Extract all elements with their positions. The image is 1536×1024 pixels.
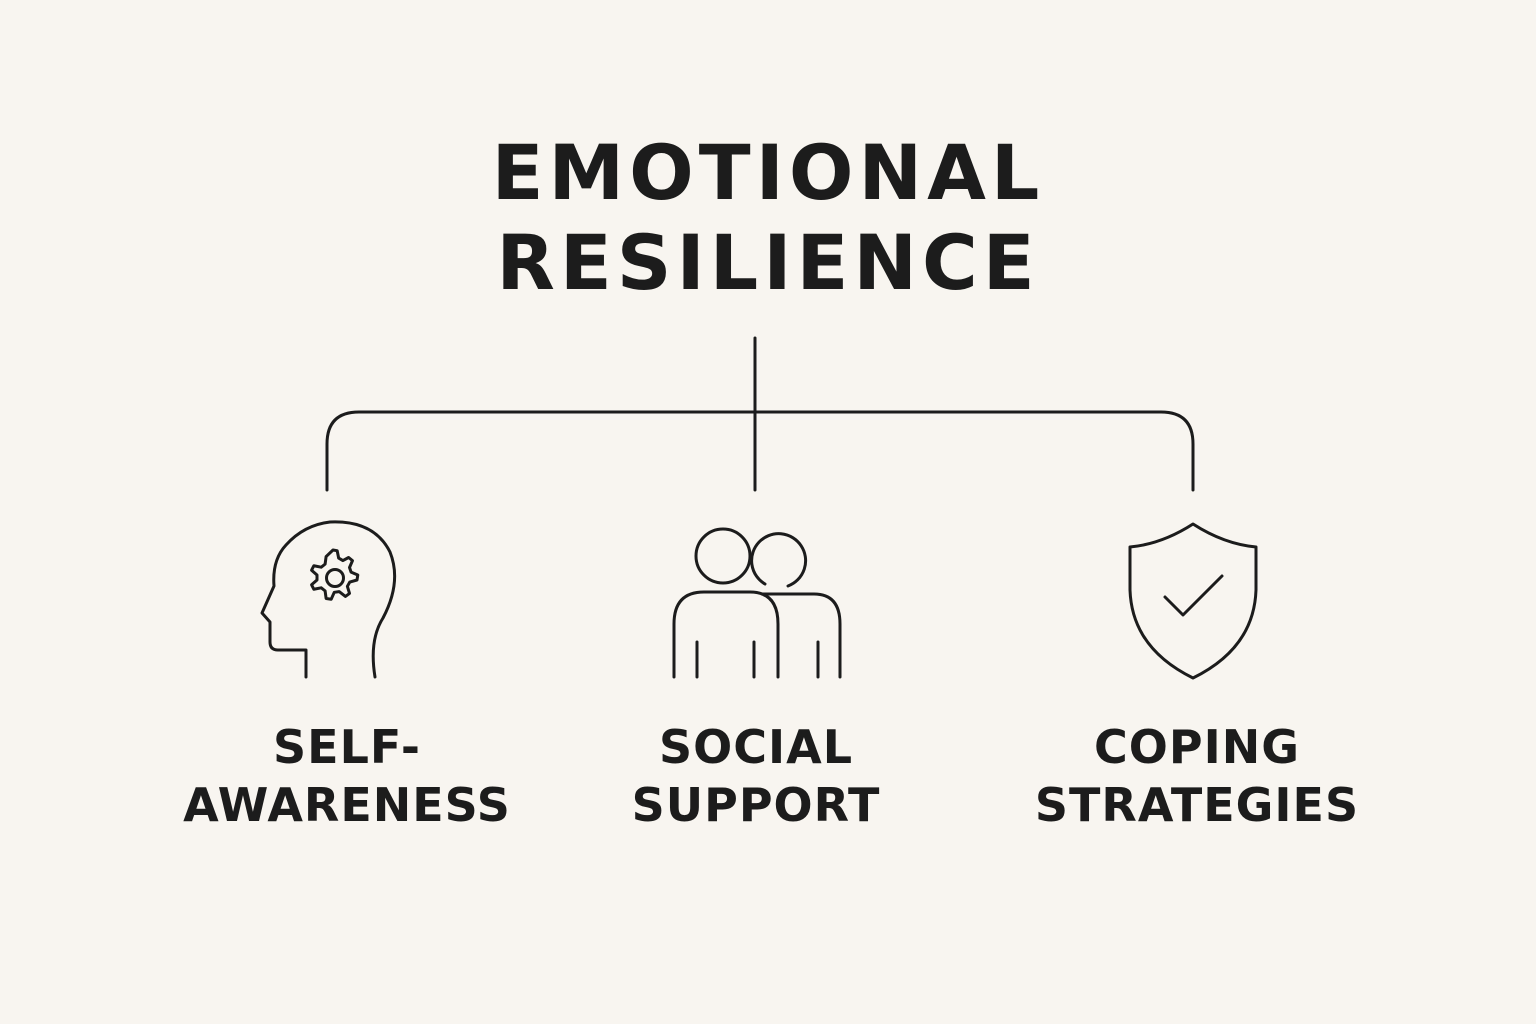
title-line-2: RESILIENCE (496, 218, 1040, 307)
node-label-line-2: AWARENESS (183, 778, 511, 832)
node-label-line-1: COPING (1094, 720, 1300, 774)
node-label-social-support: SOCIAL SUPPORT (536, 718, 976, 834)
node-label-self-awareness: SELF- AWARENESS (127, 718, 567, 834)
node-label-line-1: SOCIAL (658, 720, 854, 774)
connector-branch (325, 410, 1195, 492)
node-label-line-2: SUPPORT (631, 778, 881, 832)
node-label-coping-strategies: COPING STRATEGIES (977, 718, 1417, 834)
node-label-line-1: SELF- (273, 720, 421, 774)
node-label-line-2: STRATEGIES (1034, 778, 1360, 832)
diagram-title: EMOTIONAL RESILIENCE (0, 128, 1536, 308)
title-line-1: EMOTIONAL (491, 128, 1045, 217)
